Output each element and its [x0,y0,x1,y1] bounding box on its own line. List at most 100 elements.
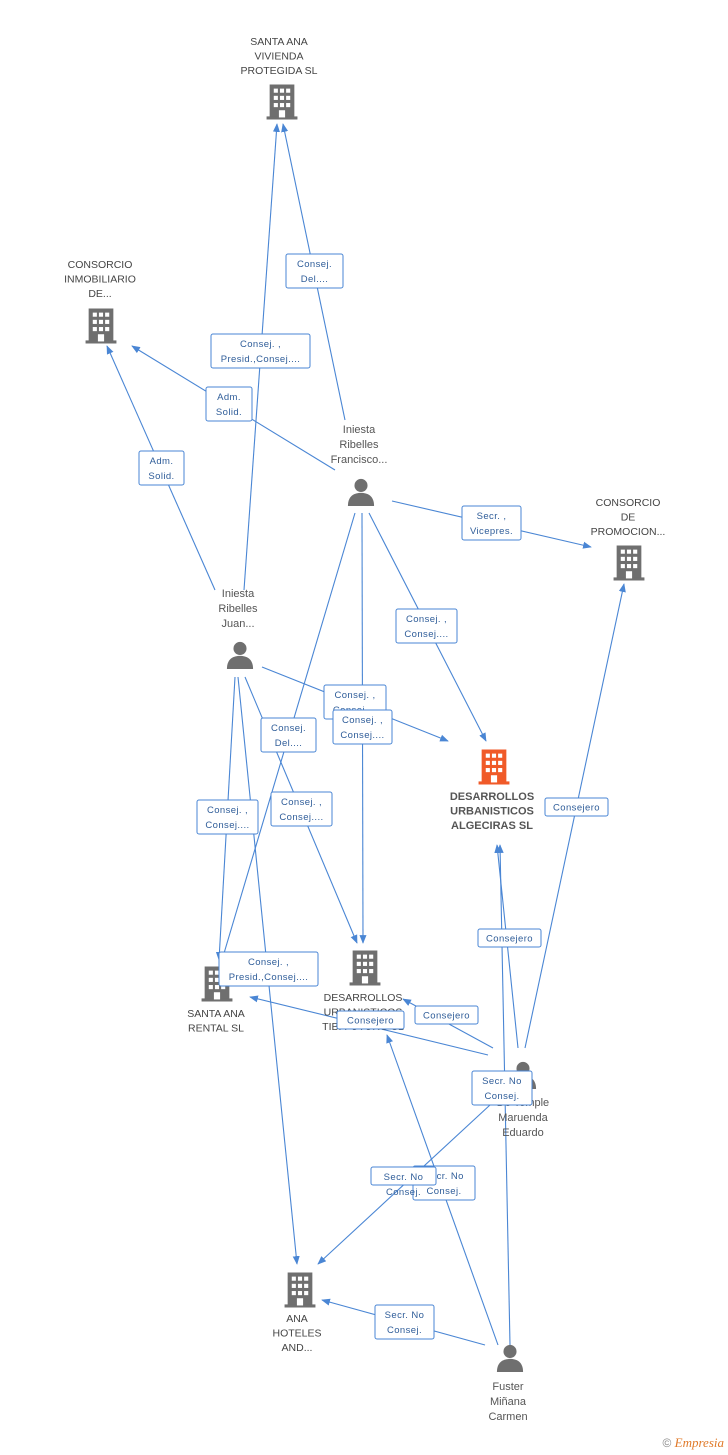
edge-label-text: Adm. [217,392,241,403]
edge-label-16[interactable]: Consejero [336,1010,405,1030]
edge-label-box[interactable] [210,333,311,369]
node-label-line: DE... [88,288,111,300]
node-label-line: CONSORCIO [68,259,133,271]
edge-label-box[interactable] [196,799,259,835]
edge-label-box[interactable] [544,797,609,817]
edge-label-text: Vicepres. [470,526,513,537]
edge-label-text: Consej.... [205,820,249,831]
edge-label-text: Consej.... [279,812,323,823]
edge-label-box[interactable] [218,951,319,987]
edge-label-text: Del.... [275,738,303,749]
building-icon[interactable] [349,950,381,986]
node-label-line: HOTELES [272,1328,321,1340]
person-icon[interactable] [496,1344,524,1372]
node-label-line: Juan... [221,618,254,630]
edge-label-box[interactable] [395,608,458,644]
edge-label-box[interactable] [285,253,344,289]
node-label-line: SANTA ANA [187,1008,245,1020]
node-label-line: Francisco... [331,454,388,466]
node-ana-hoteles[interactable]: ANA HOTELES AND... [272,1272,322,1355]
edge-label-box[interactable] [370,1166,437,1186]
edge-label-text: Consej. , [334,690,375,701]
edge-label-box[interactable] [260,717,317,753]
brand-logo[interactable]: Empresia [674,1435,724,1450]
node-label-line: DESARROLLOS [324,992,403,1004]
edge-label-text: Secr. No [384,1172,424,1183]
edge-label-6[interactable]: Consej. , Consej.... [395,608,458,644]
edge-label-1[interactable]: Consej.Del.... [285,253,344,289]
copyright-icon: © [662,1436,672,1450]
node-label-line: ANA [286,1313,308,1325]
node-label-line: DE [621,512,636,524]
edge-label-text: Presid.,Consej.... [229,972,309,983]
edge-label-box[interactable] [332,709,393,745]
edge-label-13[interactable]: Consejero [544,797,609,817]
edge-label-11[interactable]: Consej. ,Consej.... [196,799,259,835]
edge-label-15[interactable]: Consejero [414,1005,479,1025]
edge-label-box[interactable] [414,1005,479,1025]
edge-label-12[interactable]: Consej. , Presid.,Consej.... [218,951,319,987]
edge-label-text: Secr. No [482,1076,522,1087]
edge-label-box[interactable] [477,928,542,948]
edge-label-3[interactable]: Adm.Solid. [205,386,253,422]
node-label-line: Fuster [492,1381,524,1393]
node-label-line: AND... [282,1342,313,1354]
edge-label-text: Presid.,Consej.... [221,354,301,365]
node-label-line: Ribelles [339,439,379,451]
edge-label-text: Consej. , [342,715,383,726]
edge-labels-layer: Consej.Del....Consej. ,Presid.,Consej...… [138,253,609,1340]
edge-label-text: Consej.... [404,629,448,640]
edge-label-text: Consej. [297,259,332,270]
node-label-line: INMOBILIARIO [64,274,136,286]
person-icon[interactable] [347,478,375,506]
node-consorcio-inmobiliario[interactable]: CONSORCIO INMOBILIARIO DE... [64,259,136,344]
edge-label-2[interactable]: Consej. ,Presid.,Consej.... [210,333,311,369]
building-icon[interactable] [266,84,298,120]
building-icon[interactable] [85,308,117,344]
edge-label-text: Consej. [426,1186,461,1197]
node-label-line: CONSORCIO [596,497,661,509]
node-santa-ana-rental[interactable]: SANTA ANA RENTAL SL [187,966,245,1035]
edge-label-4[interactable]: Adm.Solid. [138,450,185,486]
edge-label-box[interactable] [461,505,522,541]
building-icon[interactable] [478,749,510,785]
node-label-line: Maruenda [498,1112,548,1124]
edge-label-box[interactable] [374,1304,435,1340]
edge-label-box[interactable] [205,386,253,422]
edge-label-14[interactable]: Consejero [477,928,542,948]
node-label-line: PROTEGIDA SL [240,65,317,77]
edge-label-text: Consejero [553,803,600,814]
edge-label-box[interactable] [471,1070,533,1106]
node-label-line: Iniesta [222,588,255,600]
edge-label-text: Consejero [423,1011,470,1022]
edge-label-text: Consej. [386,1187,421,1198]
node-consorcio-promocion[interactable]: CONSORCIO DE PROMOCION... [591,497,666,581]
person-icon[interactable] [226,641,254,669]
edge-label-8[interactable]: Consej. ,Consej.... [332,709,393,745]
edge-label-19[interactable]: Secr. No Consej. [370,1166,437,1198]
node-label-line: RENTAL SL [188,1023,244,1035]
edge-label-text: Secr. No [385,1310,425,1321]
node-iniesta-francisco[interactable]: IniestaRibellesFrancisco... [331,424,388,506]
node-label-line: Carmen [488,1411,527,1423]
node-iniesta-juan[interactable]: IniestaRibellesJuan... [218,588,258,669]
building-icon[interactable] [613,545,645,581]
edge-label-box[interactable] [138,450,185,486]
edge-label-9[interactable]: Consej.Del.... [260,717,317,753]
edge-label-text: Consej. , [248,957,289,968]
edge-label-text: Consej. , [281,797,322,808]
edge-label-box[interactable] [270,791,333,827]
edge-label-5[interactable]: Secr. ,Vicepres. [461,505,522,541]
edge-label-text: Consej. , [406,614,447,625]
edge-label-box[interactable] [336,1010,405,1030]
node-label-line: PROMOCION... [591,526,666,538]
edge-label-text: Consejero [486,934,533,945]
building-icon[interactable] [284,1272,316,1308]
edge-label-10[interactable]: Consej. , Consej.... [270,791,333,827]
